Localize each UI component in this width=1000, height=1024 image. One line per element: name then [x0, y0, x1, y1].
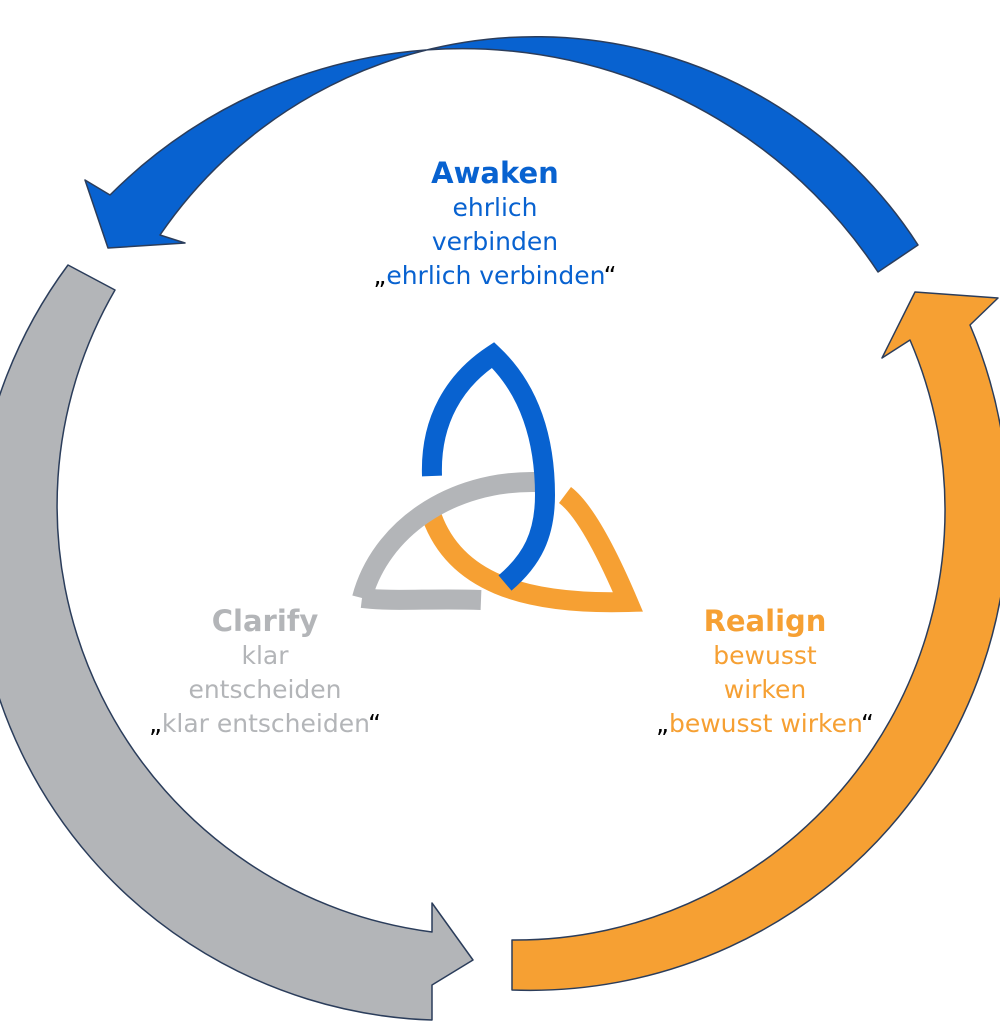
quote-open: „	[148, 709, 162, 738]
quote-close: “	[603, 261, 617, 290]
clarify-quote-text: klar entscheiden	[161, 709, 369, 738]
awaken-line2: verbinden	[431, 227, 559, 256]
awaken-arrow	[84, 35, 919, 273]
clarify-line1: klar	[241, 641, 289, 670]
awaken-title: Awaken	[431, 156, 559, 190]
awaken-quote-text: ehrlich verbinden	[386, 261, 604, 290]
quote-open: „	[373, 261, 387, 290]
awaken-label-block: Awaken ehrlich verbinden „ehrlich verbin…	[300, 155, 690, 293]
realign-label-block: Realign bewusst wirken „bewusst wirken“	[600, 603, 930, 741]
triquetra-orange-lobe	[422, 487, 643, 613]
triquetra-icon	[352, 342, 643, 613]
realign-line1: bewusst	[713, 641, 817, 670]
triquetra-gray-lobe	[352, 471, 538, 610]
realign-quote-text: bewusst wirken	[668, 709, 861, 738]
realign-arrow	[511, 291, 1000, 992]
awaken-quote: „ehrlich verbinden“	[300, 259, 690, 293]
quote-close: “	[861, 709, 874, 738]
clarify-line2: entscheiden	[188, 675, 342, 704]
quote-open: „	[656, 709, 669, 738]
clarify-label-block: Clarify klar entscheiden „klar entscheid…	[100, 603, 430, 741]
awaken-line1: ehrlich	[452, 193, 538, 222]
triquetra-blue-lobe	[421, 342, 556, 591]
realign-quote: „bewusst wirken“	[600, 707, 930, 741]
clarify-arrow	[0, 264, 474, 1021]
quote-close: “	[368, 709, 382, 738]
realign-title: Realign	[703, 604, 827, 638]
clarify-title: Clarify	[211, 604, 319, 638]
realign-line2: wirken	[723, 675, 807, 704]
clarify-quote: „klar entscheiden“	[100, 707, 430, 741]
